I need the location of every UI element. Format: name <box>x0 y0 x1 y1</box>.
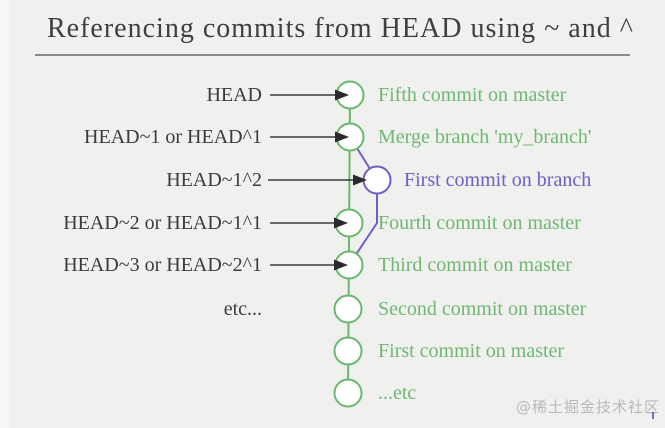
commit-node-branch <box>362 165 392 195</box>
commit-node-second <box>333 294 363 324</box>
commit-node-first <box>333 336 363 366</box>
arrow-head-ref-2 <box>268 174 367 186</box>
commit-message-label-5: Second commit on master <box>378 298 587 320</box>
commit-message-label-4: Third commit on master <box>378 254 572 276</box>
text-cursor-artifact <box>652 412 654 419</box>
diagram-title: Referencing commits from HEAD using ~ an… <box>47 13 634 44</box>
arrow-head-ref-3 <box>270 217 348 229</box>
arrow-head-ref-0 <box>270 89 349 101</box>
head-ref-label-1: HEAD~1 or HEAD^1 <box>84 126 262 148</box>
head-ref-label-0: HEAD <box>206 84 262 106</box>
branch-path <box>348 136 378 266</box>
commit-message-label-6: First commit on master <box>378 340 565 362</box>
commit-node-etc <box>333 378 363 408</box>
arrow-head-ref-1 <box>270 131 349 143</box>
commit-message-label-3: Fourth commit on master <box>378 212 581 234</box>
arrow-head-ref-4 <box>270 259 348 271</box>
head-ref-label-4: HEAD~3 or HEAD~2^1 <box>63 254 262 276</box>
watermark: @稀土掘金技术社区 <box>516 398 661 416</box>
head-ref-label-3: HEAD~2 or HEAD~1^1 <box>63 212 262 234</box>
commit-message-label-7: ...etc <box>378 382 417 404</box>
commit-message-label-0: Fifth commit on master <box>378 84 567 106</box>
title-underline <box>35 54 630 56</box>
commit-message-label-1: Merge branch 'my_branch' <box>378 126 592 148</box>
commit-message-label-2: First commit on branch <box>404 169 592 191</box>
head-ref-label-5: etc... <box>223 298 262 320</box>
head-ref-label-2: HEAD~1^2 <box>166 169 262 191</box>
left-edge-strip <box>0 0 9 428</box>
